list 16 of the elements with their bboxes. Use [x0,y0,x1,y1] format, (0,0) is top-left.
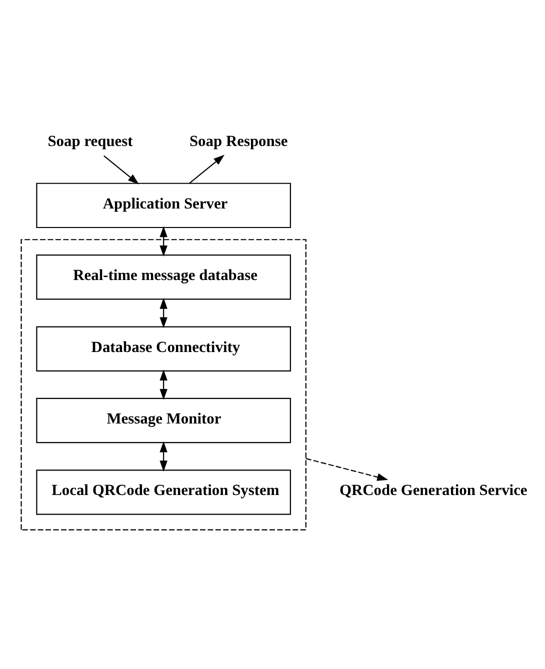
node-box: Database Connectivity [36,326,291,372]
arrow [306,458,388,481]
arrow [160,226,168,257]
node-text: QRCode Generation Service [340,482,528,500]
node-text: Soap request [48,133,133,150]
node-box: Real-time message database [36,254,291,300]
cluster [20,239,306,530]
arrow [160,441,168,472]
arrow [104,155,139,184]
arrow [160,298,168,328]
node-box: Message Monitor [36,398,291,444]
arrow [160,370,168,400]
arrow [189,154,225,184]
node-box: Application Server [36,182,291,228]
node-box: Local QRCode Generation System [36,470,291,515]
node-text: Soap Response [189,133,288,150]
